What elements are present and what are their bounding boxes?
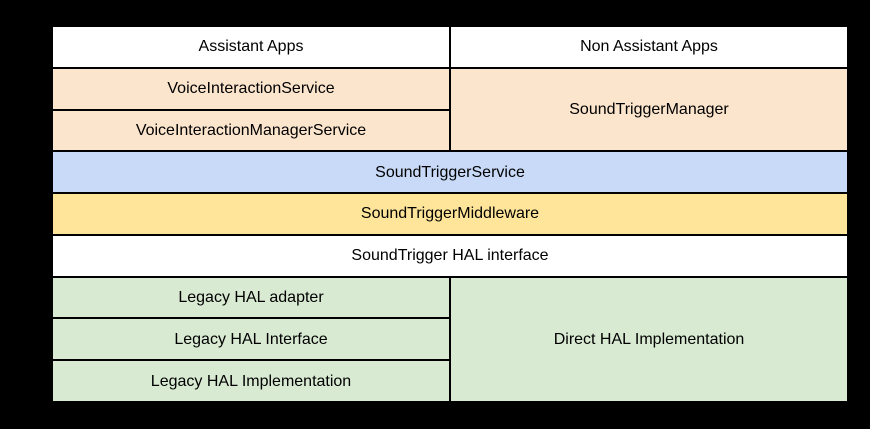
soundtrigger-stack-diagram: Assistant Apps Non Assistant Apps VoiceI…	[51, 25, 849, 403]
cell-sound-trigger-middleware: SoundTriggerMiddleware	[53, 194, 847, 234]
cell-voice-interaction-service: VoiceInteractionService	[53, 68, 449, 109]
cell-legacy-hal-adapter: Legacy HAL adapter	[53, 277, 449, 318]
cell-sound-trigger-service: SoundTriggerService	[53, 152, 847, 193]
cell-legacy-hal-implementation: Legacy HAL Implementation	[53, 361, 449, 401]
cell-legacy-hal-interface: Legacy HAL Interface	[53, 319, 449, 360]
cell-assistant-apps: Assistant Apps	[53, 27, 449, 67]
cell-direct-hal-implementation: Direct HAL Implementation	[451, 277, 847, 401]
cell-voice-interaction-manager-service: VoiceInteractionManagerService	[53, 110, 449, 151]
cell-sound-trigger-hal-interface: SoundTrigger HAL interface	[53, 235, 847, 276]
cell-sound-trigger-manager: SoundTriggerManager	[451, 68, 847, 151]
cell-non-assistant-apps: Non Assistant Apps	[451, 27, 847, 67]
